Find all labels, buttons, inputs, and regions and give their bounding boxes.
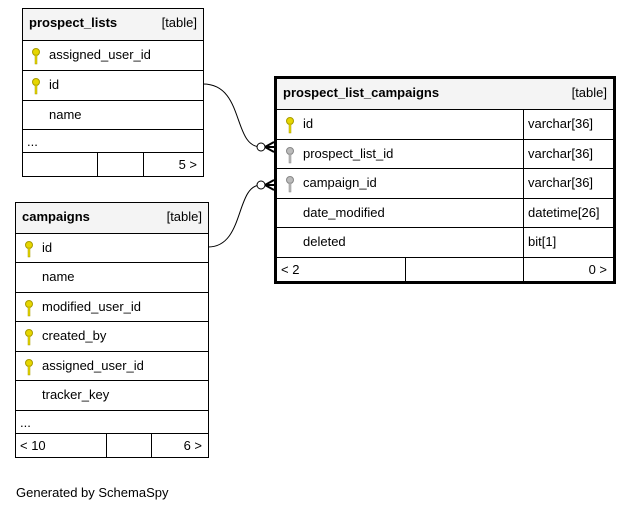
column-row[interactable]: campaign_id varchar[36] — [277, 168, 613, 198]
table-prospect-lists[interactable]: prospect_lists [table] assigned_user_id … — [22, 8, 204, 177]
edge-prospect-lists-to-campaigns — [202, 83, 262, 148]
children-count[interactable]: 6 > — [183, 438, 202, 453]
children-count[interactable]: 5 > — [178, 157, 197, 172]
table-type-label: [table] — [166, 209, 202, 224]
index-key-icon — [285, 175, 295, 193]
column-row[interactable]: date_modified datetime[26] — [277, 198, 613, 227]
edge-crowfoot — [264, 141, 275, 153]
column-row[interactable]: modified_user_id — [16, 292, 208, 321]
primary-key-icon — [285, 116, 295, 134]
column-name[interactable]: id — [42, 240, 53, 255]
column-type: varchar[36] — [528, 116, 594, 131]
generated-by-label: Generated by SchemaSpy — [16, 485, 169, 500]
column-name[interactable]: deleted — [303, 234, 346, 249]
column-row[interactable]: assigned_user_id — [23, 40, 203, 70]
column-row[interactable]: id — [16, 233, 208, 262]
column-name[interactable]: tracker_key — [42, 387, 110, 402]
table-header: prospect_list_campaigns [table] — [277, 79, 613, 109]
parents-count[interactable]: < 10 — [20, 438, 46, 453]
table-footer: < 10 6 > — [16, 433, 208, 457]
column-row[interactable]: deleted bit[1] — [277, 227, 613, 257]
column-row[interactable]: created_by — [16, 321, 208, 351]
table-type-label: [table] — [571, 85, 607, 100]
children-count[interactable]: 0 > — [588, 262, 607, 277]
table-type-label: [table] — [161, 15, 197, 30]
column-name[interactable]: id — [303, 116, 314, 131]
column-row[interactable]: name — [16, 262, 208, 292]
table-header: prospect_lists [table] — [23, 9, 203, 40]
table-header: campaigns [table] — [16, 203, 208, 233]
column-type: datetime[26] — [528, 205, 600, 220]
edge-campaigns-to-prospect-list-campaigns — [207, 184, 262, 248]
table-footer: < 2 0 > — [277, 257, 613, 281]
edge-crowfoot — [264, 179, 275, 191]
column-type: varchar[36] — [528, 146, 594, 161]
ellipsis: ... — [20, 415, 31, 430]
edge-end-circle — [256, 142, 266, 152]
column-row[interactable]: tracker_key — [16, 380, 208, 410]
table-name[interactable]: prospect_list_campaigns — [283, 85, 440, 100]
foreign-key-icon — [24, 358, 34, 376]
more-columns-row: ... — [23, 129, 203, 152]
column-name[interactable]: date_modified — [303, 205, 385, 220]
column-name[interactable]: modified_user_id — [42, 299, 142, 314]
column-type: bit[1] — [528, 234, 557, 249]
table-footer: 5 > — [23, 152, 203, 176]
foreign-key-icon — [24, 299, 34, 317]
column-name[interactable]: created_by — [42, 328, 107, 343]
column-row[interactable]: id — [23, 70, 203, 100]
parents-count[interactable]: < 2 — [281, 262, 300, 277]
foreign-key-icon — [31, 47, 41, 65]
edge-end-circle — [256, 180, 266, 190]
column-name[interactable]: name — [49, 107, 82, 122]
foreign-key-icon — [24, 328, 34, 346]
more-columns-row: ... — [16, 410, 208, 433]
column-name[interactable]: assigned_user_id — [42, 358, 144, 373]
table-name[interactable]: campaigns — [22, 209, 90, 224]
ellipsis: ... — [27, 134, 38, 149]
column-name[interactable]: name — [42, 269, 75, 284]
table-prospect-list-campaigns[interactable]: prospect_list_campaigns [table] id varch… — [274, 76, 616, 284]
column-name[interactable]: id — [49, 77, 60, 92]
primary-key-icon — [24, 240, 34, 258]
column-name[interactable]: campaign_id — [303, 175, 377, 190]
column-type: varchar[36] — [528, 175, 594, 190]
column-row[interactable]: assigned_user_id — [16, 351, 208, 380]
column-row[interactable]: name — [23, 100, 203, 129]
table-campaigns[interactable]: campaigns [table] id name modified_user_… — [15, 202, 209, 458]
primary-key-icon — [31, 77, 41, 95]
index-key-icon — [285, 146, 295, 164]
column-row[interactable]: prospect_list_id varchar[36] — [277, 139, 613, 168]
column-name[interactable]: assigned_user_id — [49, 47, 151, 62]
column-row[interactable]: id varchar[36] — [277, 109, 613, 139]
column-name[interactable]: prospect_list_id — [303, 146, 394, 161]
table-name[interactable]: prospect_lists — [29, 15, 118, 30]
